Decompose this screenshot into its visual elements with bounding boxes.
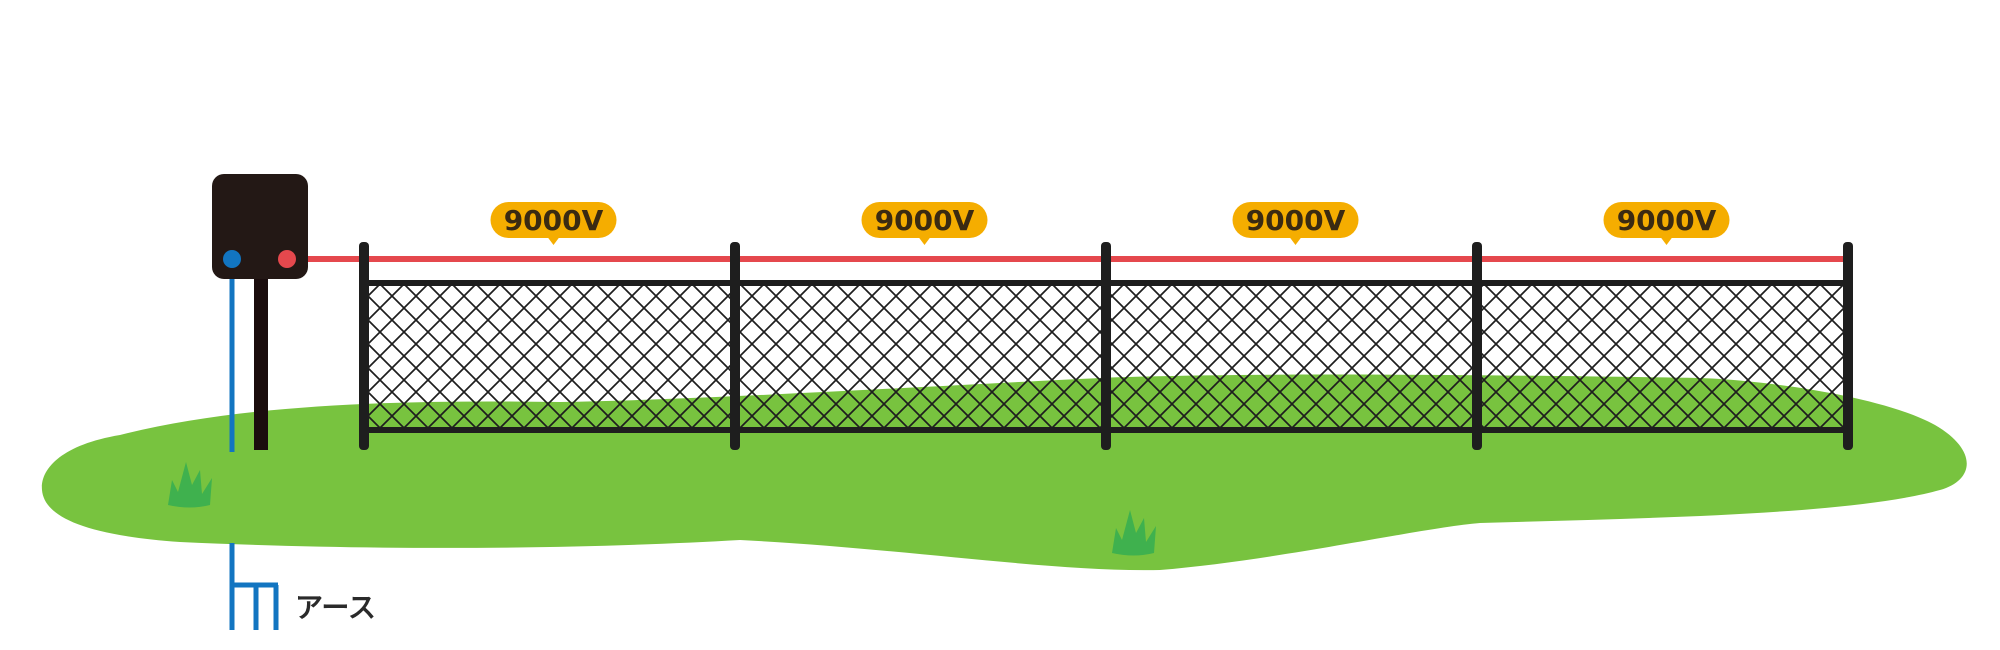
fence-post [1101,242,1111,450]
voltage-label: 9000V [875,204,975,237]
fence-post [1472,242,1482,450]
voltage-badge: 9000V [490,202,617,245]
hot-terminal [278,250,296,268]
fence-post [1843,242,1853,450]
earth-terminal [223,250,241,268]
voltage-badge: 9000V [1603,202,1730,245]
fence-post [359,242,369,450]
voltage-label: 9000V [1246,204,1346,237]
voltage-label: 9000V [504,204,604,237]
electric-fence-energizer-icon [212,174,308,279]
grass-tuft-icon [168,462,212,508]
voltage-badge: 9000V [1232,202,1359,245]
grass-tuft-icon [1112,510,1156,556]
fence-post [730,242,740,450]
controller-stand [254,270,268,450]
voltage-label: 9000V [1617,204,1717,237]
voltage-badge: 9000V [861,202,988,245]
ground-rod-icon [232,582,279,630]
earth-label: アース [295,591,376,624]
